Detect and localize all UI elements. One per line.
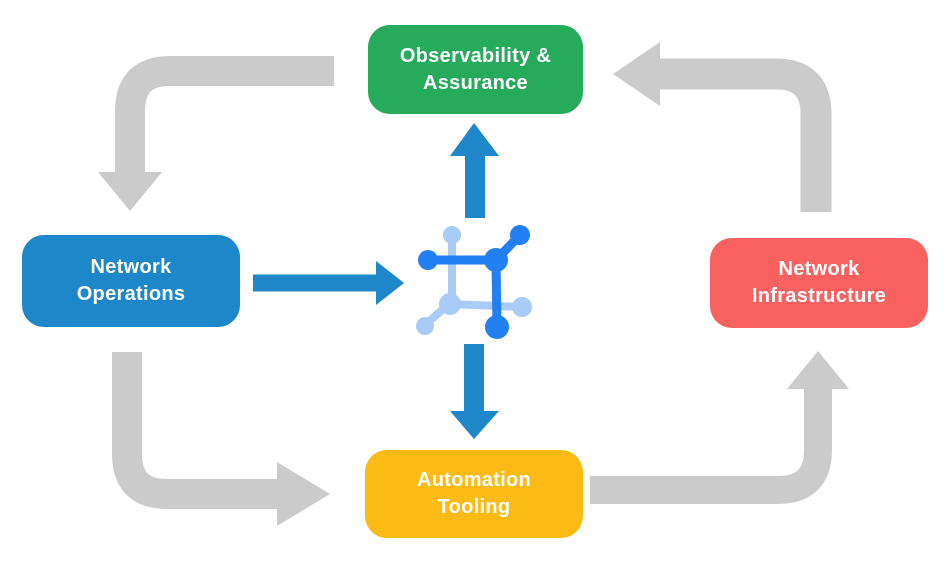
mesh-light-nodes bbox=[416, 226, 532, 335]
arrow-automation-tooling-to-network-infrastructure bbox=[590, 351, 849, 504]
node-automation-tooling: Automation Tooling bbox=[365, 450, 583, 538]
node-label-line: Infrastructure bbox=[751, 285, 887, 307]
arrow-network-operations-to-icon bbox=[253, 261, 404, 305]
mesh-dark-nodes bbox=[418, 225, 530, 339]
node-label-line: Network bbox=[90, 256, 172, 278]
node-label-line: Assurance bbox=[423, 71, 528, 94]
node-network-operations: Network Operations bbox=[22, 235, 240, 327]
arrow-icon-to-observability bbox=[450, 123, 499, 218]
arrow-observability-to-network-operations bbox=[98, 56, 334, 211]
arrow-network-operations-to-automation-tooling bbox=[112, 352, 330, 526]
node-label-line: Operations bbox=[76, 283, 186, 305]
arrow-network-infrastructure-to-observability bbox=[613, 42, 832, 212]
node-label-line: Tooling bbox=[437, 496, 511, 518]
node-observability-assurance: Observability & Assurance bbox=[368, 25, 583, 114]
node-label-line: Observability & bbox=[399, 44, 552, 67]
node-label-line: Automation bbox=[416, 469, 532, 491]
node-network-infrastructure: Network Infrastructure bbox=[710, 238, 928, 328]
arrow-icon-to-automation-tooling bbox=[450, 344, 499, 439]
network-mesh-icon bbox=[416, 225, 532, 339]
node-label-line: Network bbox=[778, 258, 860, 280]
